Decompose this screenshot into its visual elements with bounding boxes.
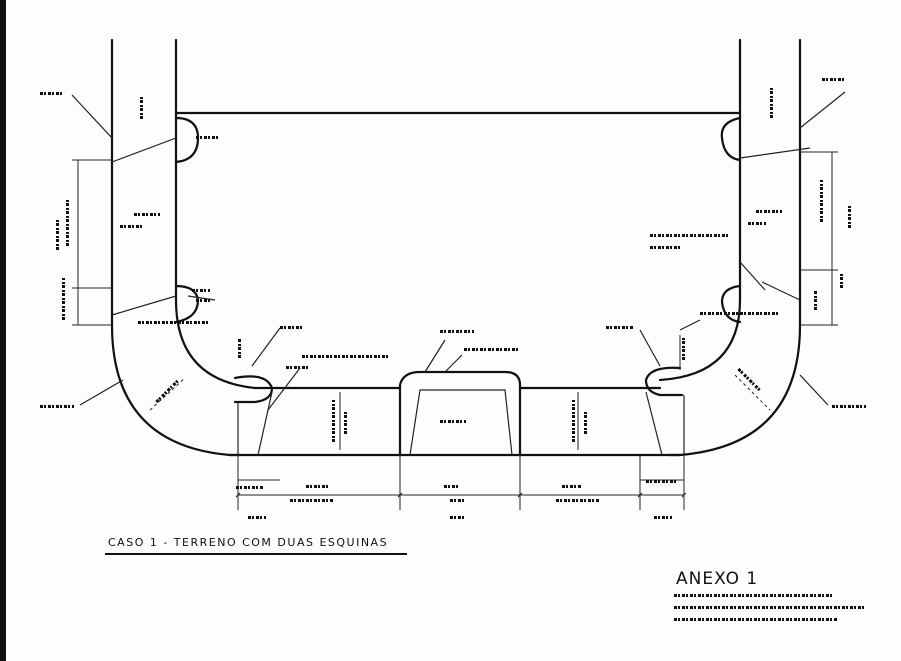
label-scribble bbox=[700, 312, 780, 315]
leader-center-left bbox=[251, 327, 281, 367]
central-island bbox=[398, 370, 522, 457]
annex-title: ANEXO 1 bbox=[676, 569, 759, 589]
annex-description-line bbox=[674, 594, 834, 597]
label-scribble bbox=[840, 272, 843, 288]
label-scribble bbox=[66, 200, 69, 246]
label-scribble bbox=[332, 400, 335, 442]
left-radius-line bbox=[149, 377, 186, 411]
annex-description-line bbox=[674, 606, 866, 609]
label-scribble bbox=[280, 326, 302, 329]
bottom-right-bulb bbox=[644, 366, 684, 397]
label-scribble bbox=[822, 78, 844, 81]
caption-underline bbox=[105, 553, 407, 555]
label-scribble bbox=[562, 485, 582, 488]
label-scribble bbox=[440, 330, 474, 333]
dim-left-ticks bbox=[72, 159, 112, 326]
label-scribble bbox=[450, 499, 464, 502]
bottom-left-bulb bbox=[233, 375, 274, 404]
label-scribble bbox=[344, 410, 347, 434]
upper-left-bulb bbox=[174, 116, 200, 164]
label-scribble bbox=[444, 485, 460, 488]
leader-center bbox=[424, 339, 446, 373]
label-scribble bbox=[450, 516, 466, 519]
label-scribble bbox=[56, 220, 59, 250]
sheet-left-border bbox=[0, 0, 6, 661]
leader-right-mid bbox=[739, 261, 766, 291]
label-scribble bbox=[306, 485, 330, 488]
upper-right-bulb bbox=[720, 116, 742, 162]
leader-top-right bbox=[799, 91, 846, 129]
label-scribble bbox=[248, 516, 266, 519]
label-scribble bbox=[464, 348, 518, 351]
right-sidewalk-edge bbox=[658, 38, 742, 382]
label-scribble bbox=[196, 299, 210, 302]
label-scribble bbox=[650, 246, 680, 249]
label-scribble bbox=[770, 88, 773, 118]
label-scribble bbox=[606, 326, 634, 329]
label-scribble bbox=[138, 321, 210, 324]
label-scribble bbox=[140, 95, 143, 119]
label-scribble bbox=[440, 420, 466, 423]
dim-bottom-ext-lines bbox=[237, 455, 685, 510]
right-radius-line bbox=[734, 374, 771, 411]
label-scribble bbox=[848, 206, 851, 228]
label-scribble bbox=[584, 410, 587, 434]
label-scribble bbox=[62, 278, 65, 320]
label-scribble bbox=[302, 355, 390, 358]
central-island-inner bbox=[409, 389, 513, 456]
label-scribble bbox=[120, 225, 142, 228]
label-scribble bbox=[196, 136, 220, 139]
label-scribble bbox=[238, 338, 241, 358]
dim-right-ticks bbox=[800, 151, 838, 326]
leader-top-right-2 bbox=[739, 147, 811, 159]
label-scribble bbox=[236, 486, 264, 489]
label-scribble bbox=[290, 499, 334, 502]
annex-description-line bbox=[674, 618, 838, 621]
label-scribble bbox=[572, 400, 575, 442]
leader-center-left-2 bbox=[267, 367, 301, 411]
label-scribble bbox=[748, 222, 766, 225]
leader-bottom-right bbox=[799, 374, 829, 406]
leader-right-mid-2 bbox=[761, 281, 801, 301]
dim-bottom-ticks bbox=[235, 492, 687, 498]
leader-top-left bbox=[71, 94, 113, 139]
leader-center-2 bbox=[444, 354, 463, 373]
leader-top-left-2 bbox=[111, 137, 177, 163]
label-scribble bbox=[756, 210, 782, 213]
label-scribble bbox=[556, 499, 600, 502]
leader-left-mid-2 bbox=[187, 295, 216, 301]
label-scribble bbox=[814, 290, 817, 310]
label-scribble bbox=[40, 92, 62, 95]
label-scribble bbox=[650, 234, 728, 237]
label-scribble bbox=[682, 338, 685, 360]
leader-left-mid bbox=[111, 295, 177, 316]
label-scribble bbox=[654, 516, 672, 519]
label-scribble bbox=[40, 405, 74, 408]
label-scribble bbox=[192, 289, 210, 292]
right-outer-alignment bbox=[668, 38, 802, 457]
label-scribble bbox=[832, 405, 866, 408]
leader-bottom-left bbox=[79, 379, 124, 406]
right-mid-bulb bbox=[720, 284, 742, 324]
label-scribble bbox=[820, 180, 823, 222]
label-scribble bbox=[134, 213, 160, 216]
left-corner-splay bbox=[257, 391, 273, 456]
left-sidewalk-edge bbox=[174, 38, 257, 390]
leader-center-right bbox=[639, 329, 661, 367]
label-scribble bbox=[286, 366, 308, 369]
right-corner-splay bbox=[645, 391, 663, 456]
drawing-caption: CASO 1 - TERRENO COM DUAS ESQUINAS bbox=[108, 536, 389, 549]
label-scribble bbox=[646, 480, 676, 483]
left-outer-alignment bbox=[110, 38, 242, 457]
leader-right-lower bbox=[679, 319, 701, 331]
